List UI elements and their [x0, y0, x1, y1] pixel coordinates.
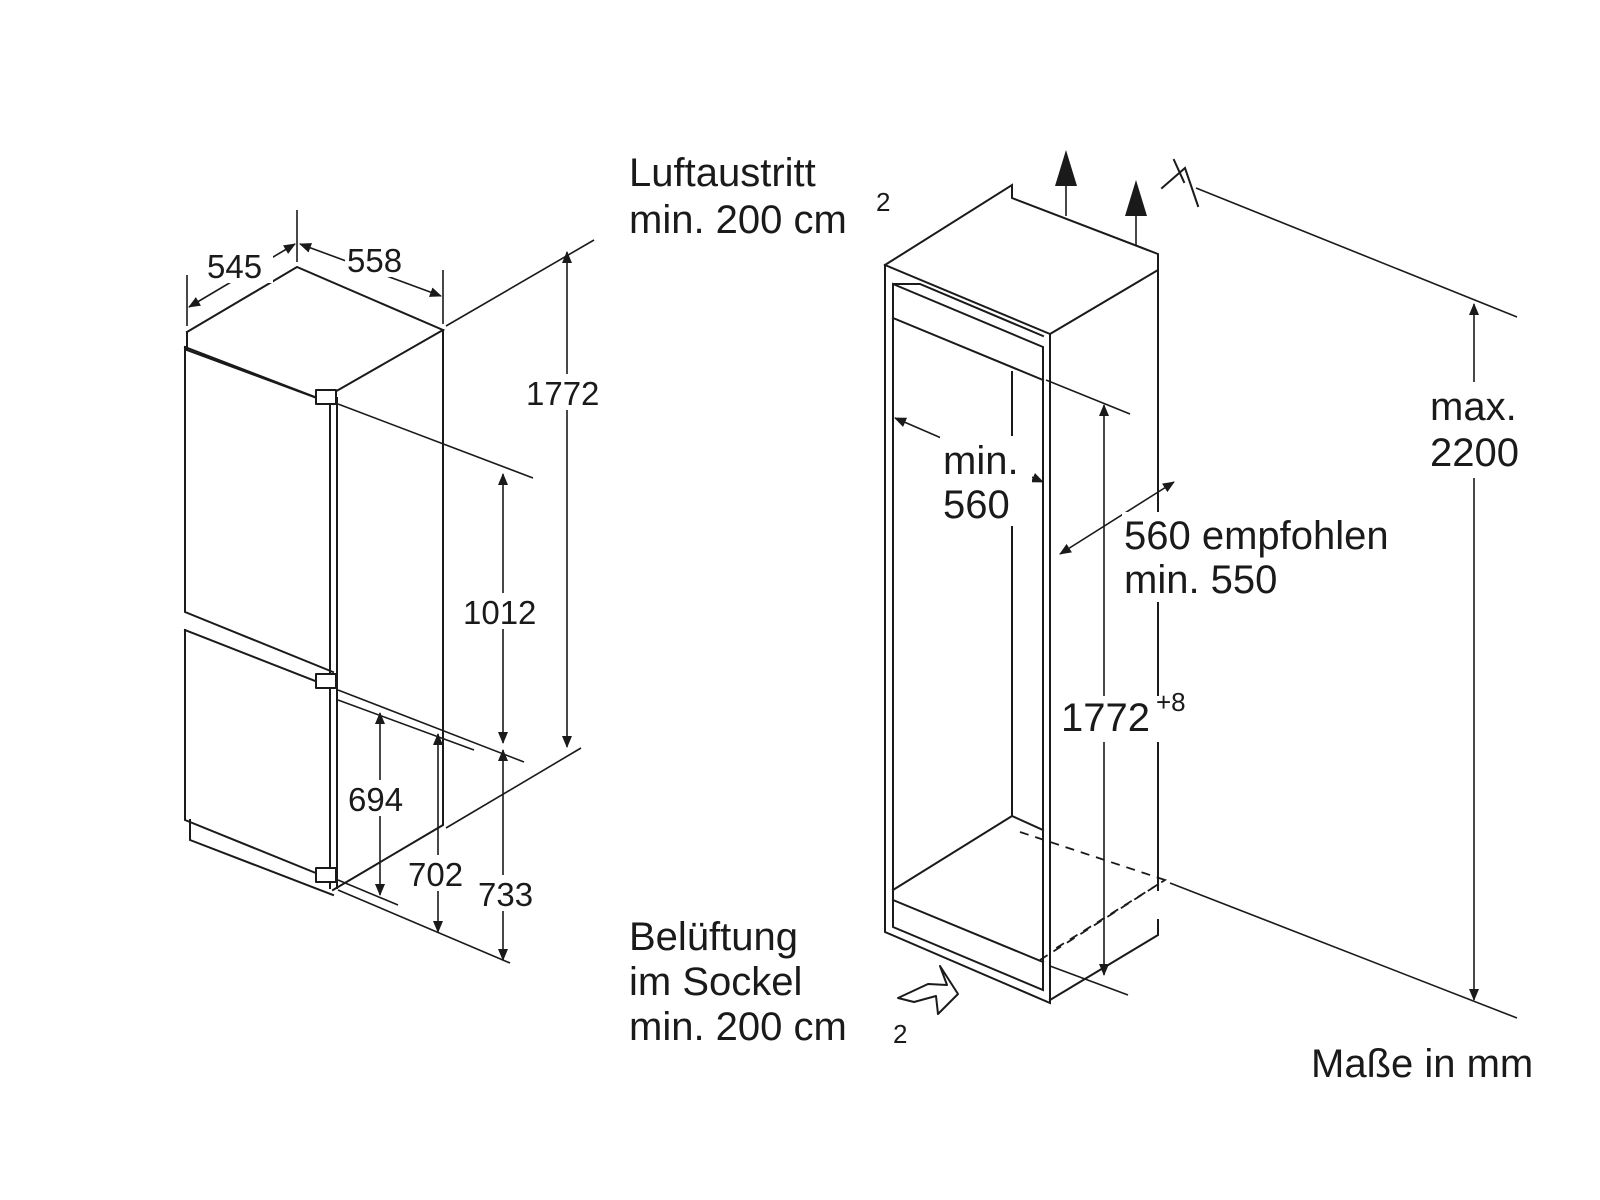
- niche-width-label-1: min.: [943, 439, 1019, 483]
- wall-anchor-icon: [1160, 158, 1200, 208]
- dim-height-1772: 1772: [526, 375, 599, 412]
- air-outlet-note: Luftaustritt min. 200 cm 2: [629, 151, 890, 242]
- dim-depth-545: 545: [207, 248, 262, 285]
- dim-width-558: 558: [347, 242, 402, 279]
- niche-dimension-labels: min. 560 560 empfohlen min. 550 1772 +8 …: [940, 382, 1532, 742]
- niche-depth-label-1: 560 empfohlen: [1124, 514, 1389, 558]
- vent-line2: im Sockel: [629, 960, 802, 1004]
- appliance-dimension-lines: [186, 210, 595, 964]
- ventilation-note: Belüftung im Sockel min. 200 cm 2: [629, 915, 907, 1049]
- max-height-label-2: 2200: [1430, 431, 1519, 475]
- niche-width-label-2: 560: [943, 483, 1010, 527]
- dim-door-1012: 1012: [463, 594, 536, 631]
- units-note: Maße in mm: [1311, 1042, 1533, 1086]
- air-outlet-arrows: [1055, 150, 1147, 246]
- niche-height-label: 1772: [1061, 696, 1150, 740]
- dim-694: 694: [348, 781, 403, 818]
- vent-line1: Belüftung: [629, 915, 798, 959]
- dim-702: 702: [408, 856, 463, 893]
- niche-depth-label-2: min. 550: [1124, 558, 1277, 602]
- max-height-label-1: max.: [1430, 385, 1517, 429]
- vent-line3: min. 200 cm: [629, 1005, 847, 1049]
- niche-height-tolerance: +8: [1156, 687, 1186, 717]
- air-outlet-line1: Luftaustritt: [629, 151, 816, 195]
- air-outlet-sup: 2: [876, 187, 890, 217]
- air-outlet-line2: min. 200 cm: [629, 198, 847, 242]
- ventilation-arrow-icon: [897, 965, 959, 1015]
- dim-733: 733: [478, 876, 533, 913]
- appliance-dimension-labels: 545 558 1772 1012 694 702 733: [205, 241, 610, 913]
- vent-sub: 2: [893, 1019, 907, 1049]
- appliance-outline: [183, 265, 446, 897]
